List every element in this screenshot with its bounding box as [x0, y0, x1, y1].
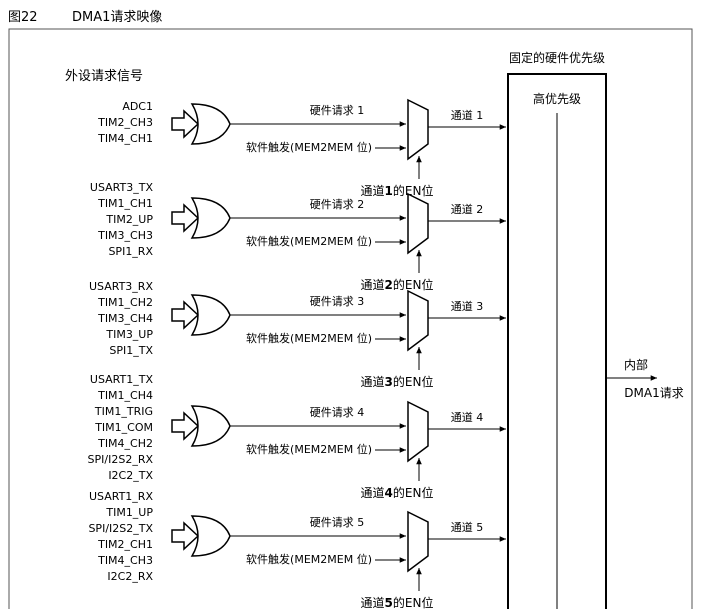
- channel-mux: [407, 289, 429, 352]
- priority-box-title: 固定的硬件优先级: [509, 50, 605, 65]
- en-bit-number: 5: [385, 596, 393, 609]
- input-block-arrow: [171, 411, 200, 441]
- channel-mux: [407, 98, 429, 161]
- hw-request-label: 硬件请求 4: [310, 406, 365, 419]
- en-bit-number: 1: [385, 184, 393, 198]
- priority-box: [507, 73, 607, 609]
- or-gate: [190, 197, 231, 239]
- signal-label: USART1_RX: [89, 490, 153, 503]
- signal-label: SPI/I2S2_TX: [88, 522, 153, 535]
- en-bit-prefix: 通道: [361, 375, 385, 389]
- en-bit-label: 通道5的EN位: [361, 595, 434, 609]
- signal-label: SPI1_RX: [108, 245, 153, 258]
- output-label-internal: 内部: [624, 357, 648, 372]
- channel-mux: [407, 510, 429, 573]
- signal-label: TIM4_CH2: [97, 437, 153, 450]
- signal-label: TIM3_CH3: [97, 229, 153, 242]
- signal-label: TIM2_UP: [105, 213, 153, 226]
- en-bit-prefix: 通道: [361, 278, 385, 292]
- high-priority-label: 高优先级: [533, 91, 581, 106]
- en-bit-prefix: 通道: [361, 486, 385, 500]
- sw-trigger-label: 软件触发(MEM2MEM 位): [246, 140, 372, 154]
- en-bit-number: 4: [385, 486, 393, 500]
- channel-label: 通道 2: [451, 202, 484, 216]
- or-gate: [190, 515, 231, 557]
- sw-trigger-label: 软件触发(MEM2MEM 位): [246, 331, 372, 345]
- channel-mux: [407, 400, 429, 463]
- signal-label: TIM3_UP: [105, 328, 153, 341]
- en-bit-prefix: 通道: [361, 596, 385, 609]
- input-block-arrow: [171, 109, 200, 139]
- signal-label: TIM1_UP: [105, 506, 153, 519]
- figure-title: DMA1请求映像: [72, 10, 163, 25]
- output-label-dma1: DMA1请求: [624, 386, 683, 400]
- channel-label: 通道 3: [451, 299, 484, 313]
- signal-label: SPI1_TX: [109, 344, 153, 357]
- hw-request-label: 硬件请求 2: [310, 198, 365, 211]
- signal-label: TIM1_COM: [94, 421, 153, 434]
- input-block-arrow: [171, 203, 200, 233]
- or-gate: [190, 103, 231, 145]
- input-block-arrow: [171, 521, 200, 551]
- signal-label: USART1_TX: [90, 373, 154, 386]
- signal-label: ADC1: [122, 100, 153, 113]
- en-bit-label: 通道2的EN位: [361, 277, 434, 292]
- en-bit-suffix: 的EN位: [393, 183, 434, 198]
- outer-frame: [8, 28, 693, 609]
- or-gate: [190, 294, 231, 336]
- channel-mux: [407, 192, 429, 255]
- signal-label: TIM2_CH3: [97, 116, 153, 129]
- en-bit-label: 通道3的EN位: [361, 374, 434, 389]
- en-bit-number: 3: [385, 375, 393, 389]
- signal-label: USART3_TX: [90, 181, 154, 194]
- channel-label: 通道 1: [451, 108, 484, 122]
- en-bit-prefix: 通道: [361, 184, 385, 198]
- or-gate: [190, 405, 231, 447]
- signal-label: TIM1_CH4: [97, 389, 153, 402]
- sw-trigger-label: 软件触发(MEM2MEM 位): [246, 552, 372, 566]
- en-bit-suffix: 的EN位: [393, 277, 434, 292]
- en-bit-number: 2: [385, 278, 393, 292]
- signal-label: TIM4_CH3: [97, 554, 153, 567]
- en-bit-suffix: 的EN位: [393, 595, 434, 609]
- hw-request-label: 硬件请求 1: [310, 104, 365, 117]
- input-block-arrow: [171, 300, 200, 330]
- signal-label: I2C2_TX: [108, 469, 153, 482]
- en-bit-suffix: 的EN位: [393, 374, 434, 389]
- signal-label: TIM1_CH2: [97, 296, 153, 309]
- sw-trigger-label: 软件触发(MEM2MEM 位): [246, 234, 372, 248]
- channel-label: 通道 4: [451, 410, 484, 424]
- en-bit-label: 通道4的EN位: [361, 485, 434, 500]
- signal-label: TIM1_TRIG: [94, 405, 153, 418]
- figure-number: 图22: [8, 10, 38, 25]
- signal-label: TIM1_CH1: [97, 197, 153, 210]
- left-heading: 外设请求信号: [65, 69, 143, 84]
- signal-label: TIM4_CH1: [97, 132, 153, 145]
- signal-label: I2C2_RX: [107, 570, 153, 583]
- signal-label: SPI/I2S2_RX: [88, 453, 154, 466]
- en-bit-suffix: 的EN位: [393, 485, 434, 500]
- signal-label: USART3_RX: [89, 280, 153, 293]
- en-bit-label: 通道1的EN位: [361, 183, 434, 198]
- request-group-5: USART1_RX TIM1_UP SPI/I2S2_TX TIM2_CH1TIM4_…: [88, 490, 506, 609]
- signal-label: TIM3_CH4: [97, 312, 153, 325]
- hw-request-label: 硬件请求 5: [310, 516, 365, 529]
- channel-label: 通道 5: [451, 520, 484, 534]
- sw-trigger-label: 软件触发(MEM2MEM 位): [246, 442, 372, 456]
- signal-label: TIM2_CH1: [97, 538, 153, 551]
- hw-request-label: 硬件请求 3: [310, 295, 365, 308]
